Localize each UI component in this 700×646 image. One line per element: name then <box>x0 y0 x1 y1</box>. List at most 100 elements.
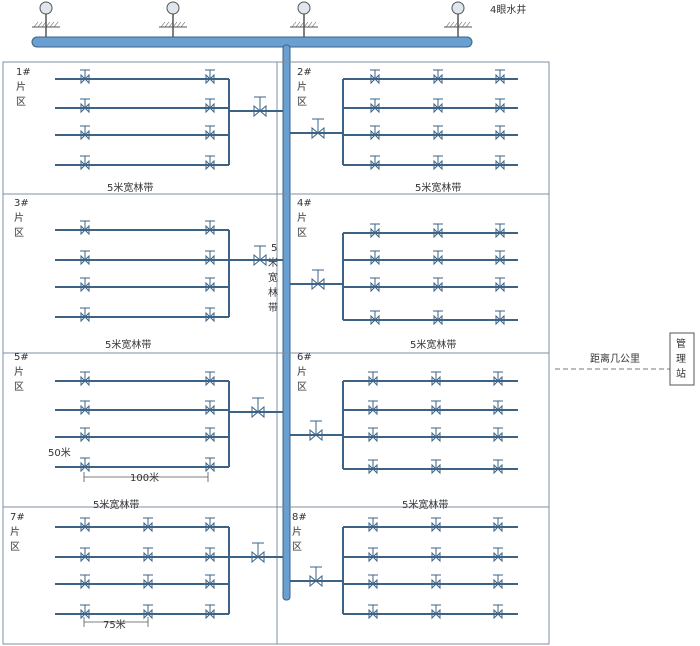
dimension-75m-line <box>83 617 149 627</box>
valve-body <box>80 608 90 620</box>
valve-body <box>80 375 90 387</box>
zone-3-char-1: 片 <box>14 211 24 224</box>
lateral-valve-icon <box>205 250 215 266</box>
ground-hatch <box>172 21 178 28</box>
lateral-valve-icon <box>205 547 215 563</box>
valve-body <box>205 102 215 114</box>
valve-body <box>205 254 215 266</box>
valve-body <box>205 521 215 533</box>
ground-hatch <box>41 21 47 28</box>
zone-5-char-2: 区 <box>14 381 24 393</box>
valve-body <box>143 578 153 590</box>
lateral-valve-icon <box>205 574 215 590</box>
lateral-valve-icon <box>370 310 380 326</box>
zone-label-1: 1# 片 区 <box>16 67 31 108</box>
zone-label-3: 3# 片 区 <box>14 198 29 239</box>
ground-hatch <box>291 21 297 28</box>
well-head <box>39 1 53 15</box>
valve-body <box>431 375 441 387</box>
lateral-valve-icon <box>143 574 153 590</box>
valve-body <box>370 314 380 326</box>
lateral-valve-icon <box>431 604 441 620</box>
lateral-valve-icon <box>80 155 90 171</box>
ground-hatch <box>295 21 301 28</box>
main-valve-body <box>309 428 323 442</box>
valve-body <box>370 73 380 85</box>
lateral-valve-icon <box>80 574 90 590</box>
lateral-valve-icon <box>370 125 380 141</box>
lateral-valve-icon <box>370 98 380 114</box>
lateral-valve-icon <box>493 574 503 590</box>
belt-label-5: 5米宽林带 <box>93 498 139 511</box>
valve-body <box>80 281 90 293</box>
lateral-valve-icon <box>495 250 505 266</box>
belt-vertical-char-1: 5 <box>271 243 277 254</box>
valve-body <box>495 73 505 85</box>
well-head <box>451 1 465 15</box>
main-valve-body <box>251 550 265 564</box>
ground-hatch <box>180 21 186 28</box>
lateral-valve-icon <box>205 457 215 473</box>
well-icon <box>159 1 187 38</box>
lateral-valve-icon <box>493 427 503 443</box>
lateral-valve-icon <box>431 459 441 475</box>
valve-body <box>370 102 380 114</box>
lateral-valve-icon <box>370 250 380 266</box>
valve-body <box>495 227 505 239</box>
main-valve-body <box>253 253 267 267</box>
zone-label-4: 4# 片 区 <box>297 198 312 239</box>
valve-body <box>368 578 378 590</box>
lateral-valve-icon <box>205 427 215 443</box>
zone-label-8: 8# 片 区 <box>292 512 307 553</box>
lateral-valve-icon <box>205 98 215 114</box>
ground-hatch <box>53 21 59 28</box>
lateral-valve-icon <box>368 574 378 590</box>
lateral-valve-icon <box>205 125 215 141</box>
zone-8-char-2: 区 <box>292 541 302 553</box>
valve-body <box>143 608 153 620</box>
lateral-valve-icon <box>205 307 215 323</box>
zone-main-valve-icon <box>309 420 323 442</box>
well-icon <box>290 1 318 38</box>
ground-hatch <box>311 21 317 28</box>
lateral-valve-icon <box>143 604 153 620</box>
main-valve-body <box>309 574 323 588</box>
well-icon <box>444 1 472 38</box>
lateral-valve-icon <box>495 277 505 293</box>
dimension-75m: 75米 <box>103 618 126 631</box>
valve-body <box>368 521 378 533</box>
lateral-valve-icon <box>431 517 441 533</box>
lateral-valve-icon <box>80 220 90 236</box>
main-valve-body <box>253 104 267 118</box>
lateral-valve-icon <box>433 277 443 293</box>
valve-body <box>80 551 90 563</box>
belt-vertical-char-2: 米 <box>268 256 278 269</box>
valve-body <box>493 608 503 620</box>
lateral-valve-icon <box>433 310 443 326</box>
lateral-valve-icon <box>80 457 90 473</box>
belt-label-3: 5米宽林带 <box>105 338 151 351</box>
lateral-valve-icon <box>431 574 441 590</box>
valve-body <box>431 578 441 590</box>
valve-body <box>433 281 443 293</box>
zone-5-char-1: 片 <box>14 365 24 378</box>
ground-hatch <box>49 21 55 28</box>
belt-vertical-char-5: 带 <box>268 302 278 314</box>
lateral-valve-icon <box>368 371 378 387</box>
lateral-valve-icon <box>205 604 215 620</box>
station-char-1: 管 <box>676 337 686 350</box>
distance-label: 距离几公里 <box>590 352 640 365</box>
valve-body <box>80 102 90 114</box>
dimension-50m: 50米 <box>48 446 71 459</box>
belt-label-1: 5米宽林带 <box>107 181 153 194</box>
zone-2-char-2: 区 <box>297 96 307 108</box>
valve-body <box>493 551 503 563</box>
zone-main-valve-icon <box>251 542 265 564</box>
valve-body <box>205 404 215 416</box>
lateral-valve-icon <box>493 400 503 416</box>
lateral-valve-icon <box>431 400 441 416</box>
valve-body <box>493 578 503 590</box>
zone-7-char-2: 区 <box>10 541 20 553</box>
valve-body <box>495 129 505 141</box>
station-char-2: 理 <box>676 353 686 365</box>
